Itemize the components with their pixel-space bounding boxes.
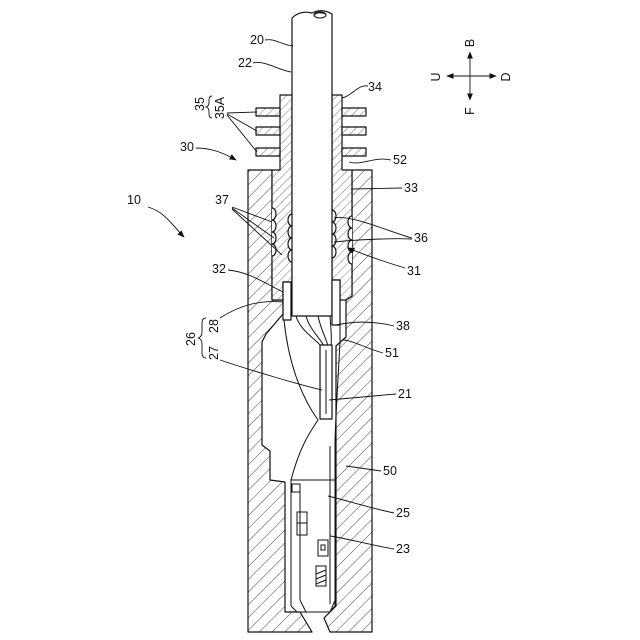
plug-fin-left-1 bbox=[256, 108, 280, 116]
label-26: 26 bbox=[184, 332, 198, 346]
label-27: 27 bbox=[207, 346, 221, 360]
label-25: 25 bbox=[396, 506, 410, 520]
wire bbox=[292, 11, 332, 316]
label-50: 50 bbox=[383, 464, 397, 478]
label-38: 38 bbox=[396, 319, 410, 333]
label-30: 30 bbox=[180, 140, 194, 154]
label-10: 10 bbox=[127, 193, 141, 207]
compass-label-left: U bbox=[429, 72, 443, 81]
label-33: 33 bbox=[404, 181, 418, 195]
label-35A: 35A bbox=[213, 96, 227, 119]
plug-fin-right-1 bbox=[342, 108, 366, 116]
label-23: 23 bbox=[396, 542, 410, 556]
label-22: 22 bbox=[238, 56, 252, 70]
label-21: 21 bbox=[398, 387, 412, 401]
label-51: 51 bbox=[385, 346, 399, 360]
label-36: 36 bbox=[414, 231, 428, 245]
insulation-barrel-left bbox=[283, 282, 291, 320]
label-31: 31 bbox=[407, 264, 421, 278]
plug-fin-left-3 bbox=[256, 148, 280, 156]
label-37: 37 bbox=[215, 193, 229, 207]
label-34: 34 bbox=[368, 80, 382, 94]
plug-fin-left-2 bbox=[256, 127, 280, 135]
label-20: 20 bbox=[250, 33, 264, 47]
insulation-barrel-right bbox=[332, 280, 340, 325]
label-35: 35 bbox=[193, 97, 207, 111]
plug-fin-right-3 bbox=[342, 148, 366, 156]
label-28: 28 bbox=[207, 319, 221, 333]
compass-label-bottom: F bbox=[463, 107, 477, 115]
label-52: 52 bbox=[393, 153, 407, 167]
compass-label-right: D bbox=[499, 72, 513, 81]
compass-label-top: B bbox=[463, 39, 477, 47]
plug-fin-right-2 bbox=[342, 127, 366, 135]
label-32: 32 bbox=[212, 262, 226, 276]
